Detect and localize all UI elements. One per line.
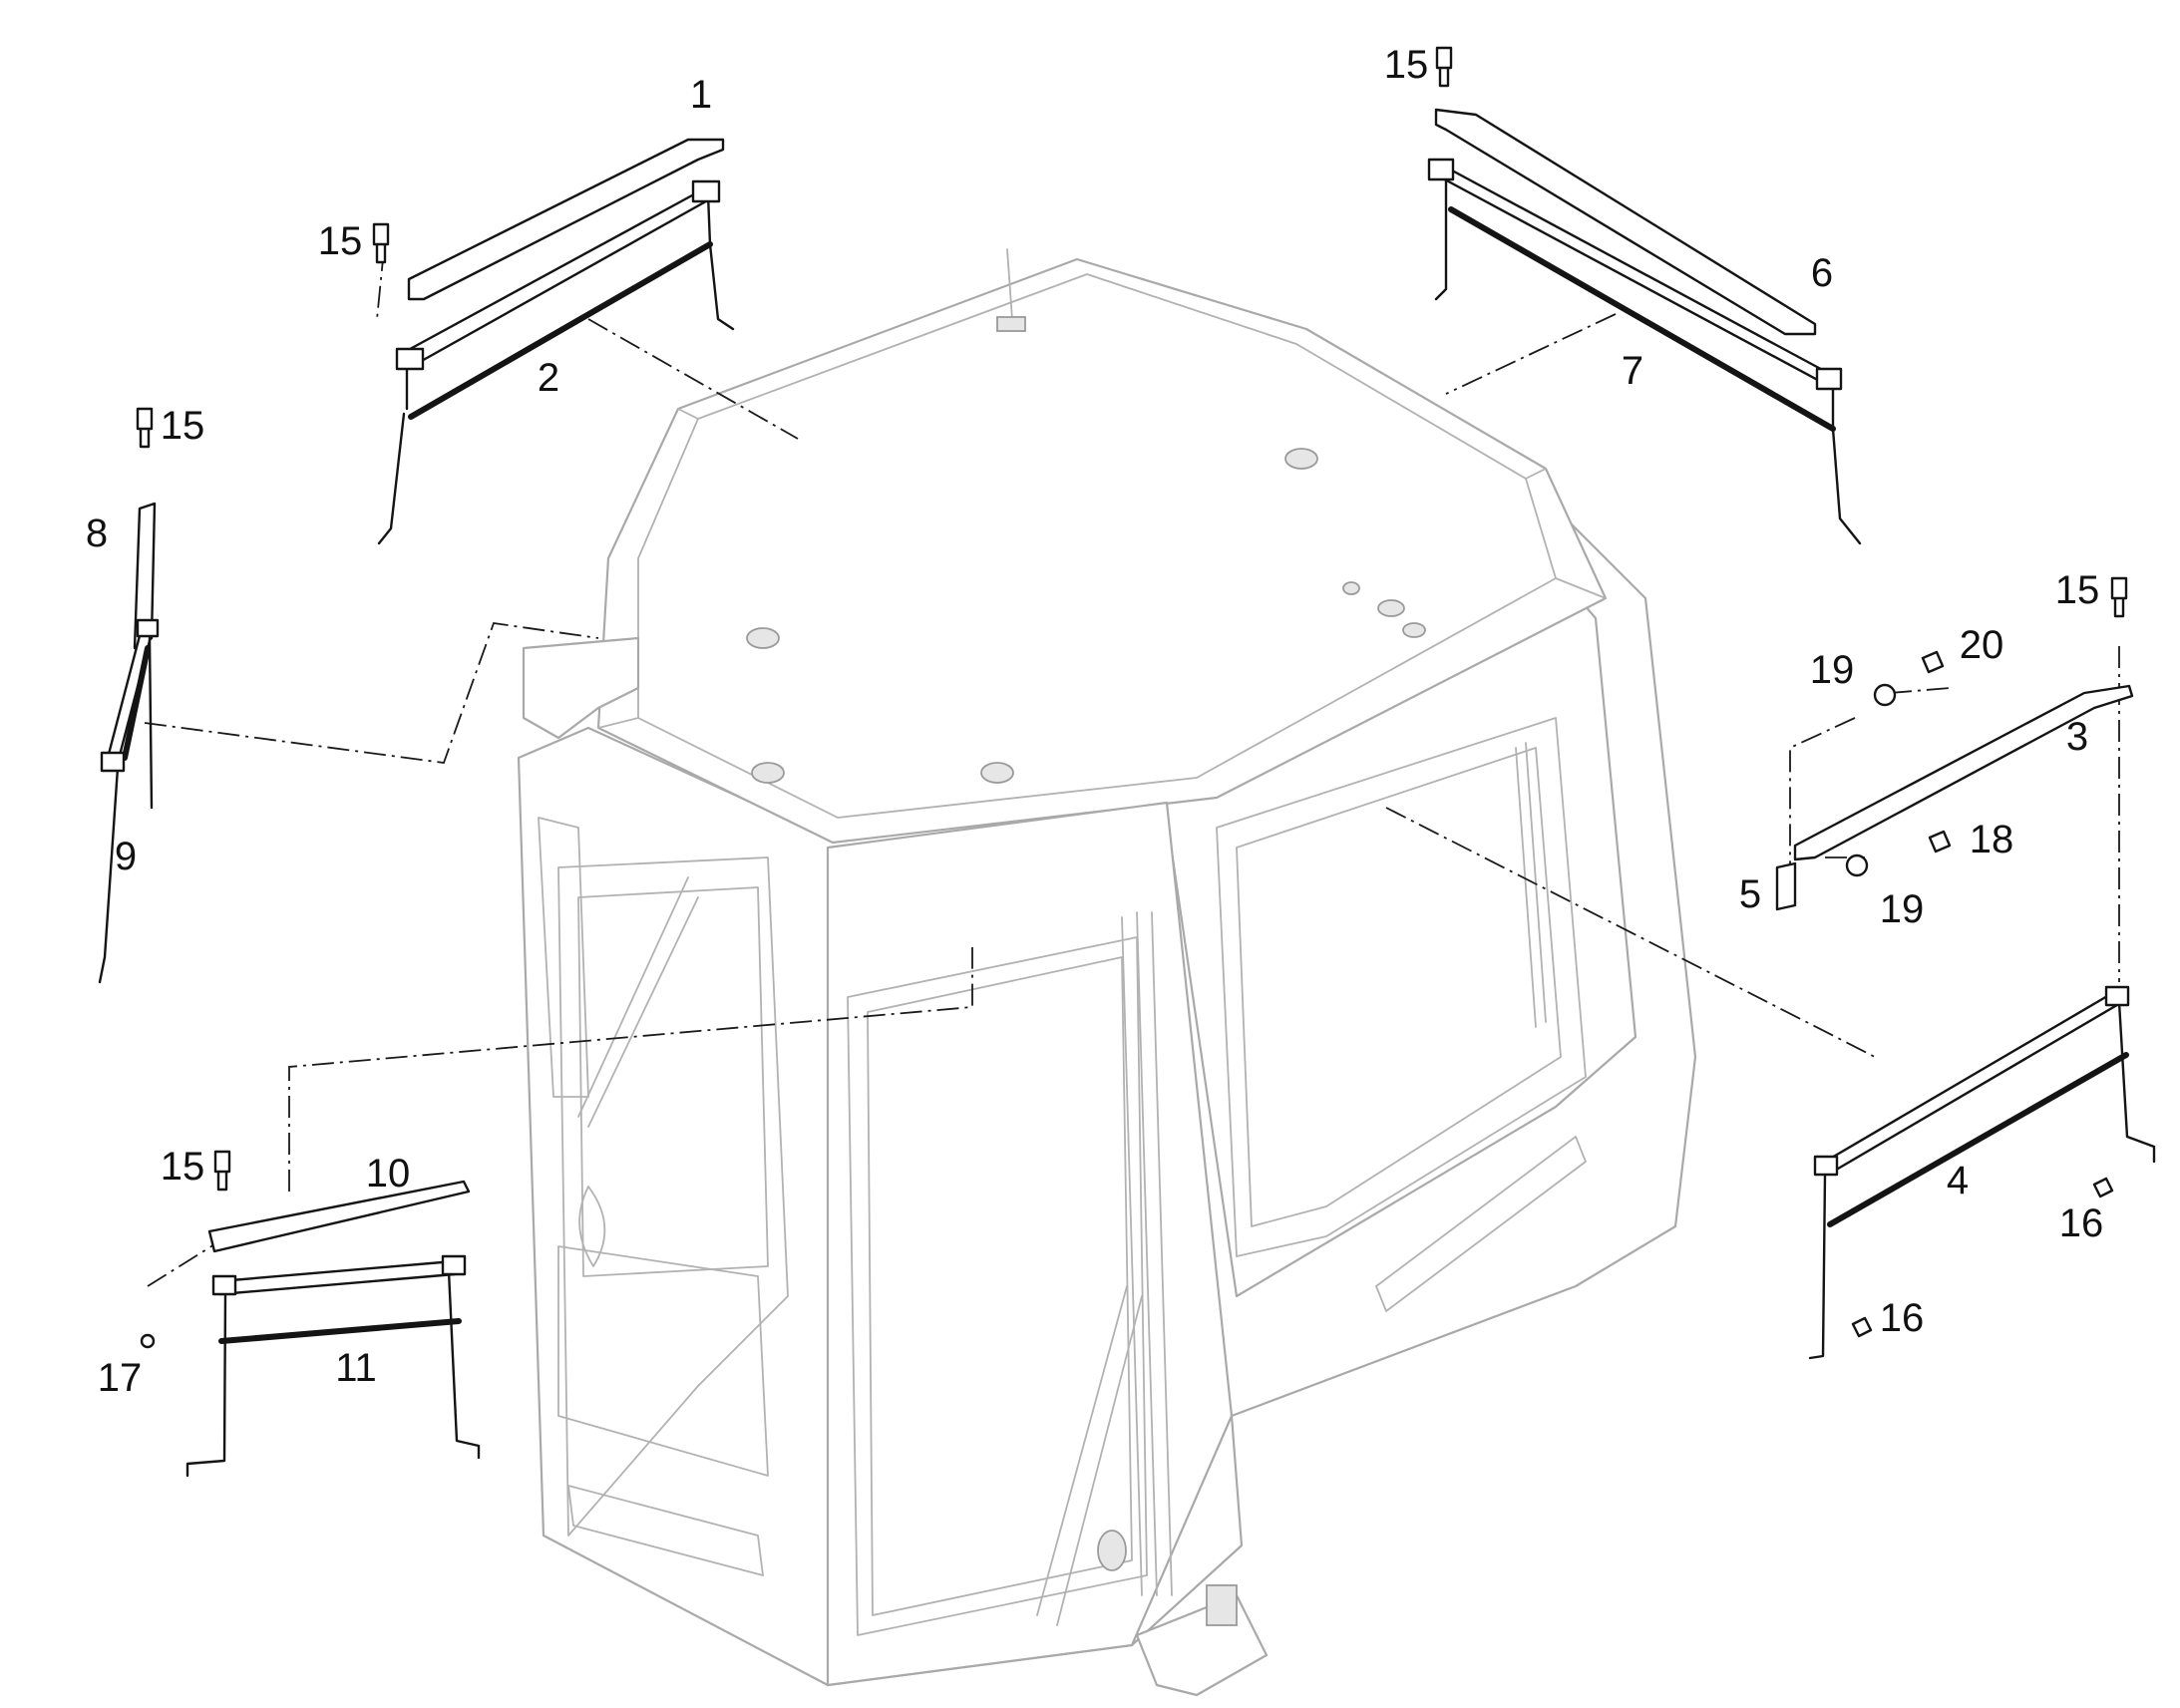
callout-19: 19 — [1810, 648, 1855, 692]
antenna-base — [996, 316, 1026, 332]
roof-boss — [1342, 581, 1360, 595]
sunshade-top-right — [1427, 46, 1862, 545]
wiper-motor — [1097, 1530, 1127, 1571]
callout-18: 18 — [1970, 818, 2014, 861]
end-cap — [691, 179, 721, 203]
end-cap — [136, 618, 160, 638]
roof-boss — [751, 762, 785, 784]
callout-19: 19 — [1880, 887, 1925, 931]
callout-2: 2 — [538, 356, 559, 400]
callout-11: 11 — [335, 1346, 377, 1390]
callout-8: 8 — [86, 512, 108, 555]
callout-15: 15 — [2055, 568, 2100, 612]
bracket-10 — [207, 1180, 471, 1253]
callout-20: 20 — [1960, 623, 2004, 667]
bracket-6 — [1434, 108, 1817, 336]
hinge-block — [1206, 1584, 1238, 1626]
washer-19 — [1845, 854, 1869, 877]
cab-body — [517, 248, 1697, 1697]
screw-16 — [1851, 1316, 1873, 1338]
callout-15: 15 — [318, 219, 363, 263]
callout-labels: 1 2 3 4 5 6 7 8 9 10 11 15 15 15 15 15 1… — [86, 43, 2103, 1400]
bolt-15 — [372, 222, 390, 264]
callout-15: 15 — [161, 1145, 205, 1189]
roof-boss — [1377, 599, 1405, 617]
end-cap — [1815, 367, 1843, 391]
callout-5: 5 — [1739, 872, 1761, 916]
callout-16: 16 — [2059, 1201, 2104, 1245]
end-cap — [395, 347, 425, 371]
end-cap — [211, 1274, 237, 1296]
end-cap — [1813, 1155, 1839, 1177]
screw-20 — [1921, 650, 1945, 674]
callout-15: 15 — [1384, 43, 1429, 87]
washer-19 — [1873, 683, 1897, 707]
leader-lines — [144, 248, 2120, 1287]
sunshade-top-left — [372, 138, 735, 545]
callout-9: 9 — [115, 835, 137, 878]
sunshade-left — [98, 407, 160, 984]
sunshade-right — [1775, 576, 2156, 1360]
roof-boss — [980, 762, 1014, 784]
callout-16: 16 — [1880, 1296, 1925, 1340]
end-cap — [2104, 985, 2130, 1007]
bolt-15 — [136, 407, 154, 449]
bolt-15 — [1435, 46, 1453, 88]
callout-15: 15 — [161, 404, 205, 448]
end-cap — [441, 1254, 467, 1276]
bracket-1 — [407, 138, 725, 301]
callout-17: 17 — [98, 1356, 143, 1400]
roof-boss — [1402, 622, 1426, 638]
callout-4: 4 — [1947, 1159, 1969, 1202]
bracket-3 — [1793, 684, 2134, 861]
callout-6: 6 — [1811, 251, 1833, 295]
callout-10: 10 — [366, 1152, 411, 1196]
screw-18 — [1928, 830, 1952, 854]
roof-boss — [1284, 448, 1318, 470]
roof-boss — [746, 627, 780, 649]
plate-5 — [1775, 861, 1797, 911]
shade-roller-11 — [217, 1259, 457, 1296]
callout-3: 3 — [2066, 715, 2088, 759]
screw-17 — [140, 1333, 156, 1349]
callout-7: 7 — [1622, 349, 1643, 393]
sunshade-bottom-left — [140, 1150, 481, 1478]
bolt-15 — [213, 1150, 231, 1192]
end-cap — [100, 751, 126, 773]
callout-1: 1 — [690, 73, 712, 117]
end-cap — [1427, 158, 1455, 181]
bolt-15 — [2110, 576, 2128, 618]
screw-16 — [2092, 1177, 2114, 1198]
